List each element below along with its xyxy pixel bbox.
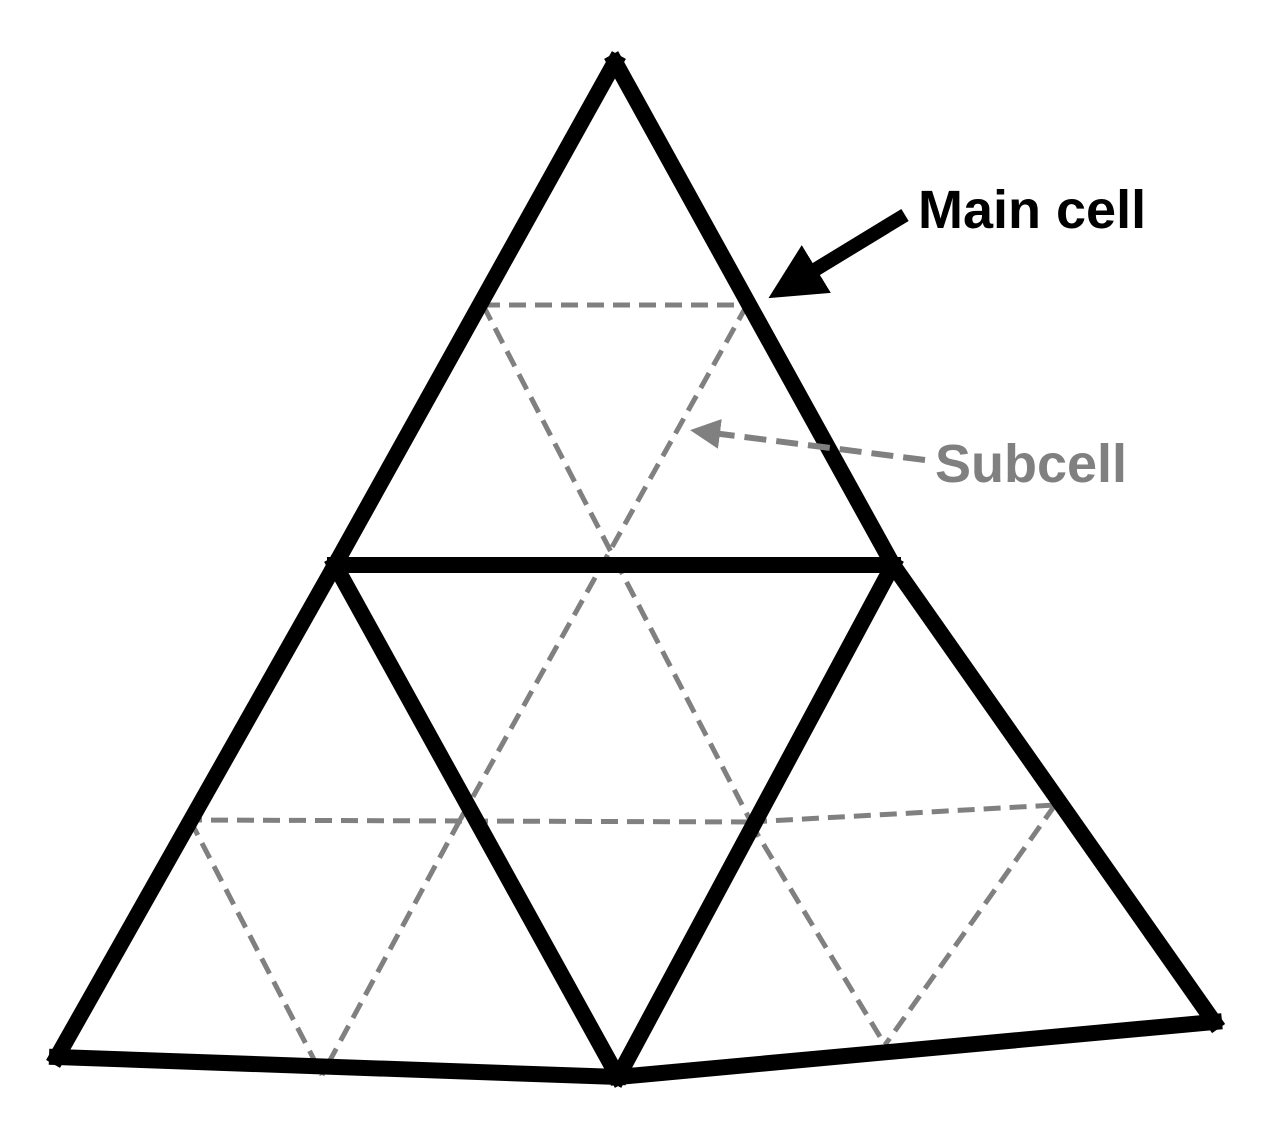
subcell-arrow xyxy=(690,419,926,463)
main-cell-label: Main cell xyxy=(918,180,1146,240)
subcell-edge xyxy=(184,817,751,825)
main-cell-arrow xyxy=(768,209,909,299)
main-cell-grid xyxy=(46,51,1226,1088)
subcell-label: Subcell xyxy=(935,434,1127,494)
main-cell-edge xyxy=(324,51,626,576)
subcell-edge xyxy=(882,803,1058,1047)
main-cell-edge xyxy=(48,1048,627,1086)
subcell-edge xyxy=(747,820,888,1047)
main-cell-edge xyxy=(609,1013,1223,1086)
main-cell-edge xyxy=(881,553,1226,1034)
main-cell-edge xyxy=(324,554,629,1088)
main-cell-edge xyxy=(46,554,346,1068)
main-cell-edge xyxy=(607,554,904,1088)
subcell-edge xyxy=(319,818,463,1077)
subcell-edge xyxy=(187,818,325,1077)
main-cell-edge xyxy=(604,51,904,576)
subcell-grid xyxy=(184,302,1058,1077)
subcell-edge xyxy=(749,802,1056,825)
